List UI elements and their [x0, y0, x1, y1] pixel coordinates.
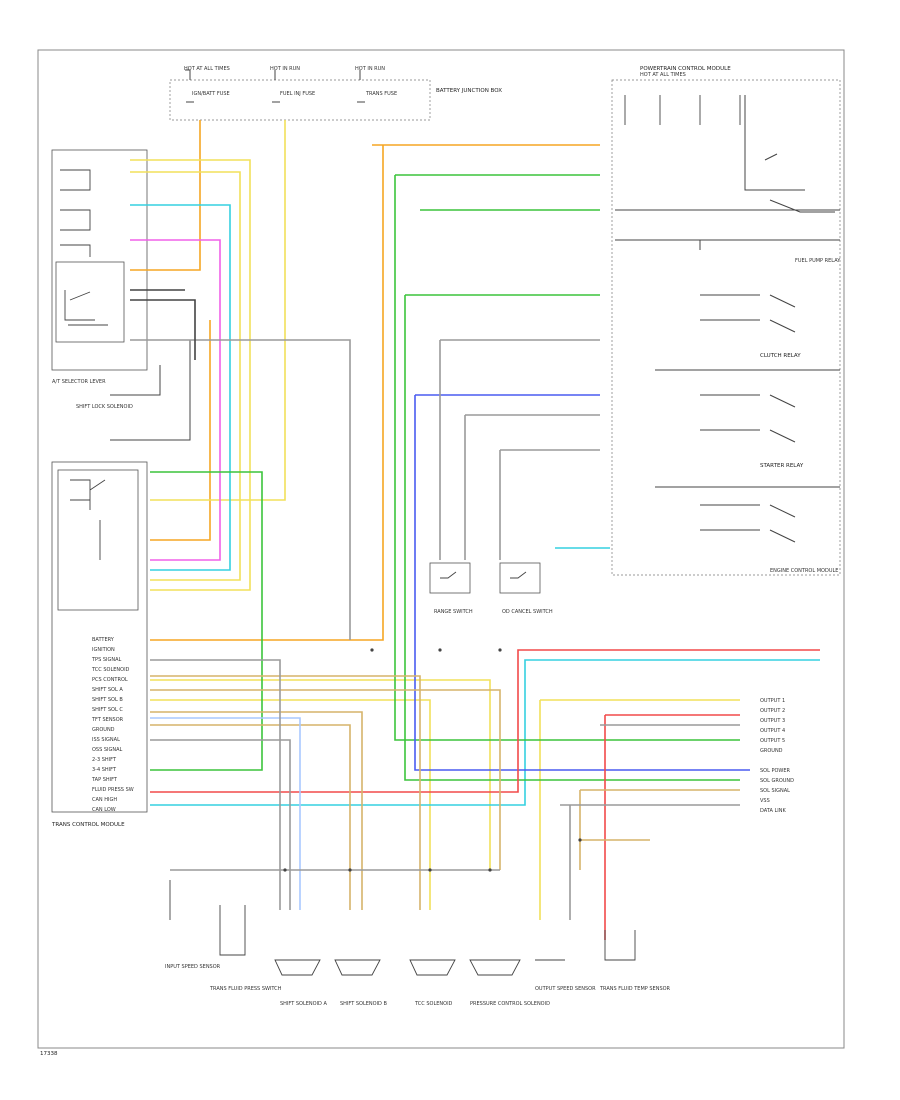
- right-pin-labels: OUTPUT 1 OUTPUT 2 OUTPUT 3 OUTPUT 4 OUTP…: [760, 698, 794, 814]
- right-out-2: OUTPUT 2: [760, 708, 785, 714]
- od-cancel-label: OD CANCEL SWITCH: [502, 609, 553, 615]
- wire-yellow-1: [150, 120, 286, 501]
- bottom-comp-3: SHIFT SOLENOID A: [280, 1001, 327, 1007]
- wire-green-1: [150, 471, 263, 771]
- right-out-1: OUTPUT 1: [760, 698, 785, 704]
- wire-cyan-2: [150, 659, 820, 806]
- right-out-3: OUTPUT 3: [760, 718, 785, 724]
- relay-label-1: FUEL PUMP RELAY: [795, 258, 841, 264]
- wire-gray-1: [150, 659, 281, 910]
- wire-blue: [414, 394, 750, 771]
- wire-gray-4: [464, 414, 600, 560]
- wire-black-1: [130, 299, 196, 360]
- wire-tan-4: [150, 675, 421, 910]
- bottom-comp-5: TCC SOLENOID: [414, 1001, 453, 1007]
- wire-green-2: [394, 174, 740, 741]
- right-in-3: SOL SIGNAL: [760, 788, 790, 794]
- wire-gray-2: [130, 339, 351, 640]
- wire-gray-8: [150, 739, 291, 910]
- pin-label-17: CAN HIGH: [92, 797, 117, 803]
- right-in-1: SOL POWER: [760, 768, 791, 774]
- pin-label-10: GROUND: [92, 727, 115, 733]
- wire-yellow-2: [130, 159, 251, 591]
- right-out-4: OUTPUT 4: [760, 728, 785, 734]
- bottom-comp-7: OUTPUT SPEED SENSOR: [535, 986, 596, 992]
- right-out-5: OUTPUT 5: [760, 738, 785, 744]
- wire-bundle: [130, 120, 820, 940]
- wire-tan-1: [150, 689, 501, 870]
- relay-label-2: CLUTCH RELAY: [760, 353, 801, 359]
- fuse-name-3: TRANS FUSE: [365, 91, 397, 97]
- pin-label-2: IGNITION: [92, 647, 115, 653]
- right-out-6: GROUND: [760, 748, 783, 754]
- diagram-border: [37, 49, 845, 1049]
- pin-label-1: BATTERY: [92, 637, 115, 643]
- pin-label-5: PCS CONTROL: [92, 677, 128, 683]
- wire-yellow-5: [150, 699, 431, 910]
- bottom-comp-1: INPUT SPEED SENSOR: [165, 964, 221, 970]
- wire-yellow-4: [150, 679, 491, 870]
- pin-label-16: FLUID PRESS SW: [92, 787, 134, 793]
- tcm-pin-labels: BATTERY IGNITION TPS SIGNAL TCC SOLENOID…: [91, 637, 134, 813]
- fuse-name-2: FUEL INJ FUSE: [280, 91, 315, 97]
- wire-red-1: [150, 649, 820, 793]
- wire-tan-2: [150, 711, 363, 910]
- fuse-name-1: IGN/BATT FUSE: [192, 91, 230, 97]
- bottom-comp-4: SHIFT SOLENOID B: [340, 1001, 387, 1007]
- fuse-label-3: HOT IN RUN: [355, 66, 385, 72]
- bottom-comp-6: PRESSURE CONTROL SOLENOID: [470, 1001, 550, 1007]
- wire-orange-3: [150, 145, 384, 641]
- range-switch-label: RANGE SWITCH: [434, 609, 473, 615]
- wire-gray-3: [439, 339, 600, 560]
- right-in-4: VSS: [760, 798, 770, 804]
- pin-label-12: OSS SIGNAL: [92, 747, 123, 753]
- wire-gray-6: [560, 804, 740, 920]
- wire-orange-1: [130, 120, 201, 271]
- wire-yellow-3: [130, 171, 241, 581]
- pin-label-14: 3-4 SHIFT: [92, 767, 117, 773]
- left-comp-1: A/T SELECTOR LEVER: [52, 379, 106, 385]
- pcm-label: POWERTRAIN CONTROL MODULE: [640, 66, 731, 72]
- bottom-components: INPUT SPEED SENSOR TRANS FLUID PRESS SWI…: [165, 880, 671, 1007]
- tcm-module: A/T SELECTOR LEVER SHIFT LOCK SOLENOID T…: [51, 149, 191, 828]
- fuse-label-2: HOT IN RUN: [270, 66, 300, 72]
- wire-lightblue: [150, 717, 301, 910]
- wire-tan-5: [579, 789, 740, 870]
- pin-label-8: SHIFT SOL C: [92, 707, 123, 713]
- pcm-module: POWERTRAIN CONTROL MODULE HOT AT ALL TIM…: [611, 66, 841, 576]
- bottom-comp-8: TRANS FLUID TEMP SENSOR: [599, 986, 671, 992]
- pin-label-4: TCC SOLENOID: [91, 667, 130, 673]
- pin-label-9: TFT SENSOR: [91, 717, 124, 723]
- wire-magenta: [130, 239, 221, 561]
- right-in-5: DATA LINK: [760, 808, 786, 814]
- wire-tan-3: [150, 724, 351, 910]
- wire-cyan-1: [130, 204, 231, 571]
- mid-components: RANGE SWITCH OD CANCEL SWITCH: [429, 562, 553, 615]
- wire-red-2: [604, 714, 740, 940]
- pin-label-13: 2-3 SHIFT: [92, 757, 117, 763]
- pcm-sub: HOT AT ALL TIMES: [640, 72, 686, 78]
- pin-label-6: SHIFT SOL A: [92, 687, 123, 693]
- wire-gray-5: [499, 449, 600, 560]
- ecm-label: ENGINE CONTROL MODULE: [770, 568, 838, 574]
- junction-dots: [283, 648, 582, 872]
- pin-label-18: CAN LOW: [92, 807, 116, 813]
- pin-label-11: ISS SIGNAL: [92, 737, 120, 743]
- wire-green-4: [404, 294, 740, 781]
- bottom-comp-2: TRANS FLUID PRESS SWITCH: [209, 986, 282, 992]
- fuse-block: HOT AT ALL TIMES HOT IN RUN HOT IN RUN I…: [169, 66, 502, 121]
- wire-yellow-6: [539, 699, 740, 920]
- fuse-label-1: HOT AT ALL TIMES: [184, 66, 230, 72]
- pin-label-15: TAP SHIFT: [91, 777, 118, 783]
- relay-box-label: BATTERY JUNCTION BOX: [436, 88, 502, 94]
- tcm-label: TRANS CONTROL MODULE: [51, 822, 125, 828]
- relay-label-3: STARTER RELAY: [760, 463, 804, 469]
- left-comp-2: SHIFT LOCK SOLENOID: [76, 404, 133, 410]
- pin-label-3: TPS SIGNAL: [91, 657, 122, 663]
- diagram-code: 17338: [40, 1051, 58, 1057]
- pin-label-7: SHIFT SOL B: [92, 697, 123, 703]
- wire-orange-4: [150, 320, 211, 541]
- right-in-2: SOL GROUND: [760, 778, 794, 784]
